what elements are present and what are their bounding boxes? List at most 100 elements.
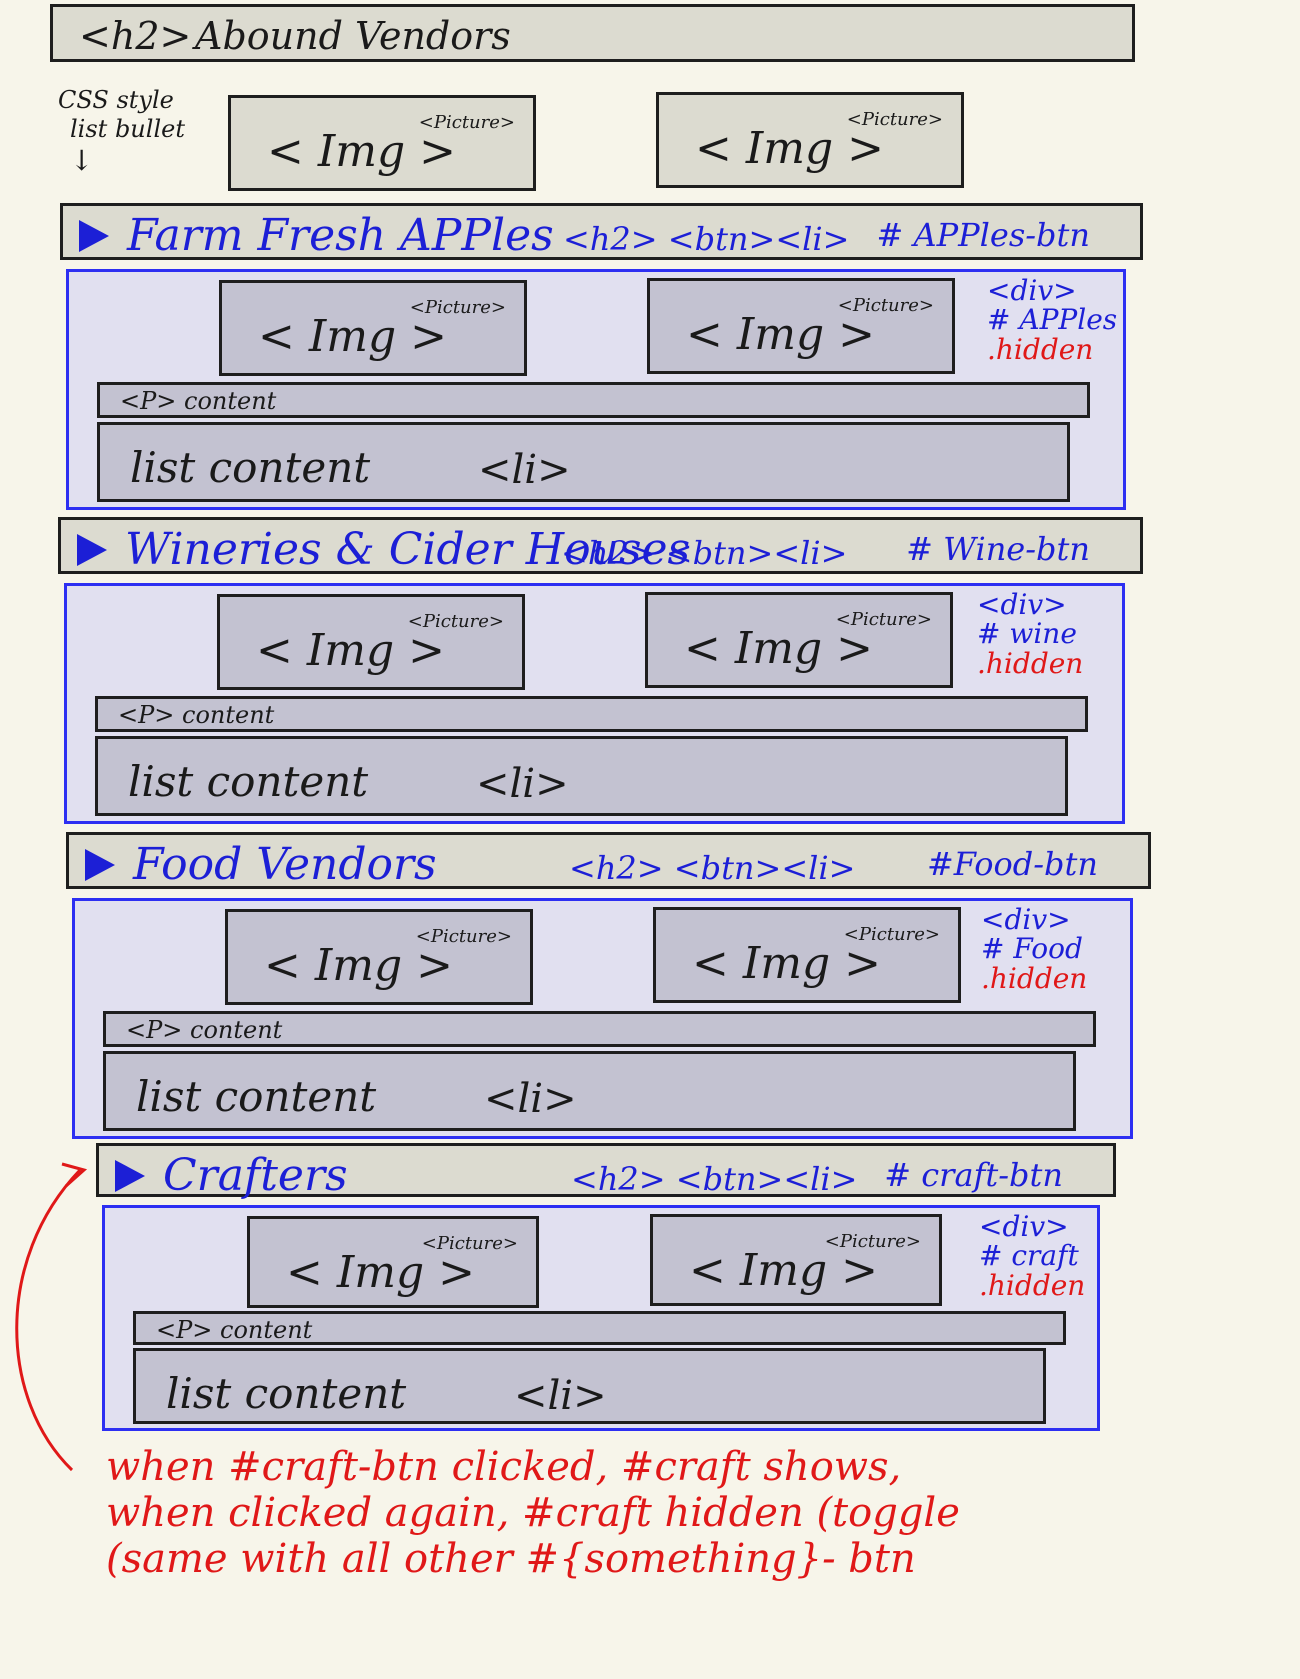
header-tag: <h2>: [79, 14, 192, 58]
bullet-note-line2: list bullet: [70, 114, 185, 143]
div-annotation: <div> # Food .hidden: [981, 903, 1088, 995]
paragraph-label: <P> content: [156, 1316, 313, 1344]
img-label: < Img >: [689, 1245, 878, 1296]
section-btn-id: #Food-btn: [926, 845, 1098, 883]
picture-label: <Picture>: [421, 1233, 518, 1254]
annotation-line-3: (same with all other #{something}- btn: [106, 1536, 916, 1582]
list-tag: <li>: [484, 1076, 577, 1122]
list-label: list content: [136, 1072, 377, 1121]
bullet-icon: [115, 1160, 145, 1192]
img-label: < Img >: [256, 625, 445, 676]
bullet-icon: [79, 220, 109, 252]
wine-panel: < Img > <Picture> < Img > <Picture> <div…: [64, 583, 1125, 824]
toggle-annotation: when #craft-btn clicked, #craft shows, w…: [106, 1444, 960, 1582]
bullet-note-line1: CSS style: [58, 86, 174, 114]
annotation-line-2: when clicked again, #craft hidden (toggl…: [106, 1490, 960, 1536]
paragraph-box: <P> content: [97, 382, 1090, 418]
img-label: < Img >: [692, 938, 881, 989]
paragraph-box: <P> content: [133, 1311, 1066, 1345]
food-panel: < Img > <Picture> < Img > <Picture> <div…: [72, 898, 1133, 1139]
paragraph-label: <P> content: [118, 701, 275, 729]
section-btn-id: # Wine-btn: [906, 530, 1090, 568]
section-title: Crafters: [163, 1150, 348, 1201]
div-id: # wine: [977, 617, 1077, 651]
img-label: < Img >: [258, 311, 447, 362]
picture-left: < Img > <Picture>: [225, 909, 533, 1005]
page-title: Abound Vendors: [195, 14, 511, 58]
section-btn-id: # APPles-btn: [876, 216, 1090, 254]
img-label: < Img >: [267, 126, 456, 177]
div-class: .hidden: [977, 646, 1084, 680]
picture-label: <Picture>: [415, 926, 512, 947]
picture-label: <Picture>: [407, 611, 504, 632]
picture-left: < Img > <Picture>: [247, 1216, 539, 1308]
section-title: Farm Fresh APPles: [127, 210, 554, 261]
food-section-button[interactable]: Food Vendors <h2> <btn><li> #Food-btn: [66, 832, 1151, 890]
div-annotation: <div> # craft .hidden: [979, 1210, 1086, 1302]
picture-label: <Picture>: [837, 295, 934, 316]
section-title: Wineries & Cider Houses: [125, 524, 691, 575]
list-label: list content: [128, 757, 369, 806]
list-label: list content: [166, 1369, 407, 1418]
section-tags: <h2> <btn><li>: [563, 220, 850, 258]
wine-section-button[interactable]: Wineries & Cider Houses <h2> <btn><li> #…: [58, 517, 1143, 575]
picture-label: <Picture>: [835, 609, 932, 630]
img-label: < Img >: [686, 309, 875, 360]
picture-label: <Picture>: [409, 297, 506, 318]
list-tag: <li>: [478, 447, 571, 493]
picture-right: < Img > <Picture>: [653, 907, 961, 1003]
div-class: .hidden: [981, 961, 1088, 995]
craft-panel: < Img > <Picture> < Img > <Picture> <div…: [102, 1205, 1100, 1431]
paragraph-label: <P> content: [126, 1016, 283, 1044]
picture-label: <Picture>: [418, 112, 515, 133]
toggle-arrow-icon: [15, 1162, 88, 1472]
section-btn-id: # craft-btn: [884, 1156, 1063, 1194]
div-class: .hidden: [987, 332, 1094, 366]
section-title: Food Vendors: [133, 839, 437, 890]
picture-right: < Img > <Picture>: [645, 592, 953, 688]
div-id: # APPles: [987, 303, 1118, 337]
picture-left: < Img > <Picture>: [219, 280, 527, 376]
paragraph-box: <P> content: [95, 696, 1088, 732]
img-label: < Img >: [264, 940, 453, 991]
picture-label: <Picture>: [843, 924, 940, 945]
section-tags: <h2> <btn><li>: [571, 1160, 858, 1198]
div-id: # Food: [981, 932, 1083, 966]
list-box: list content <li>: [95, 736, 1068, 816]
down-arrow-icon: ↓: [70, 143, 94, 177]
bullet-icon: [85, 849, 115, 881]
list-tag: <li>: [476, 761, 569, 807]
apples-panel: < Img > <Picture> < Img > <Picture> <div…: [66, 269, 1126, 510]
picture-left: < Img > <Picture>: [217, 594, 525, 690]
paragraph-label: <P> content: [120, 387, 277, 415]
list-box: list content <li>: [97, 422, 1070, 502]
picture-label: <Picture>: [824, 1231, 921, 1252]
picture-label: <Picture>: [846, 109, 943, 130]
img-label: < Img >: [684, 623, 873, 674]
apples-section-button[interactable]: Farm Fresh APPles <h2> <btn><li> # APPle…: [60, 203, 1143, 261]
list-tag: <li>: [514, 1373, 607, 1419]
div-tag: <div>: [977, 588, 1067, 621]
div-tag: <div>: [987, 274, 1077, 307]
bullet-icon: [77, 534, 107, 566]
picture-right: < Img > <Picture>: [647, 278, 955, 374]
section-tags: <h2> <btn><li>: [561, 534, 848, 572]
list-box: list content <li>: [133, 1348, 1046, 1424]
page-header: <h2> Abound Vendors: [50, 4, 1135, 62]
div-id: # craft: [979, 1239, 1079, 1273]
paragraph-box: <P> content: [103, 1011, 1096, 1047]
list-box: list content <li>: [103, 1051, 1076, 1131]
div-class: .hidden: [979, 1268, 1086, 1302]
annotation-line-1: when #craft-btn clicked, #craft shows,: [106, 1444, 902, 1490]
section-tags: <h2> <btn><li>: [569, 849, 856, 887]
div-tag: <div>: [979, 1210, 1069, 1243]
div-annotation: <div> # wine .hidden: [977, 588, 1084, 680]
top-picture-right: < Img > <Picture>: [656, 92, 964, 188]
img-label: < Img >: [695, 123, 884, 174]
div-tag: <div>: [981, 903, 1071, 936]
top-picture-left: < Img > <Picture>: [228, 95, 536, 191]
bullet-note: CSS style list bullet ↓: [58, 86, 185, 177]
picture-right: < Img > <Picture>: [650, 1214, 942, 1306]
craft-section-button[interactable]: Crafters <h2> <btn><li> # craft-btn: [96, 1143, 1116, 1201]
div-annotation: <div> # APPles .hidden: [987, 274, 1118, 366]
